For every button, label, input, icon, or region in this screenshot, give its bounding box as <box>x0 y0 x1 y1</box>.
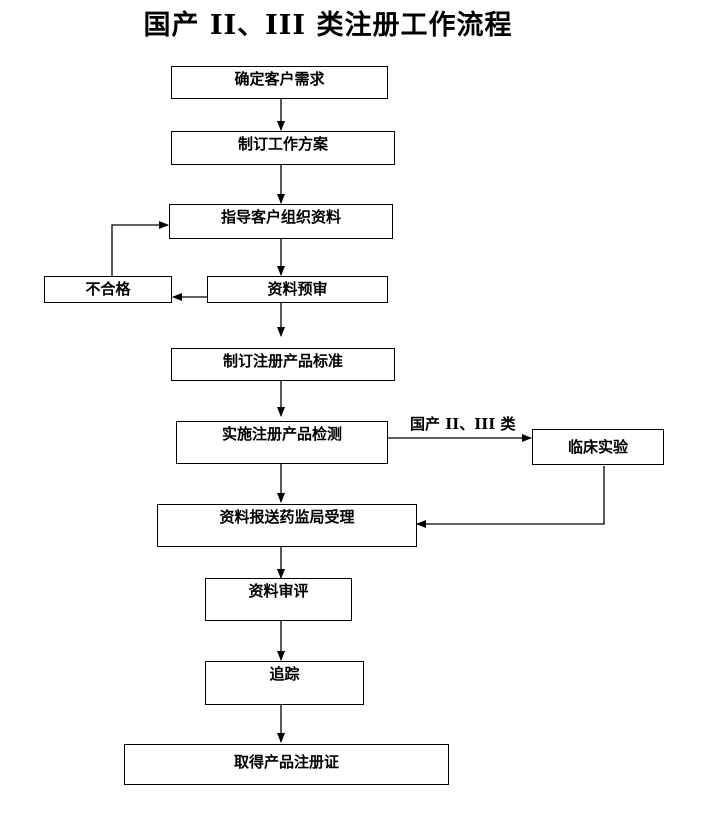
step-guide-materials: 指导客户组织资料 <box>169 204 393 239</box>
diagram-title: 国产 II、III 类注册工作流程 <box>143 10 513 41</box>
step-unqualified: 不合格 <box>44 276 172 303</box>
step-follow-up: 追踪 <box>205 661 364 705</box>
step-make-plan: 制订工作方案 <box>171 131 395 165</box>
step-get-certificate: 取得产品注册证 <box>124 744 449 785</box>
step-pre-review: 资料预审 <box>207 276 388 303</box>
arrow-unqualified-to-guide <box>111 221 169 276</box>
step-confirm-needs: 确定客户需求 <box>171 66 388 99</box>
step-product-testing: 实施注册产品检测 <box>176 421 388 464</box>
step-make-standard: 制订注册产品标准 <box>171 348 395 381</box>
label-class-2-3: 国产 II、III 类 <box>410 415 516 433</box>
step-submit-fda: 资料报送药监局受理 <box>157 504 417 547</box>
step-review: 资料审评 <box>205 578 352 621</box>
step-clinical-trial: 临床实验 <box>532 429 664 465</box>
arrow-clinical-to-submit <box>416 466 605 528</box>
